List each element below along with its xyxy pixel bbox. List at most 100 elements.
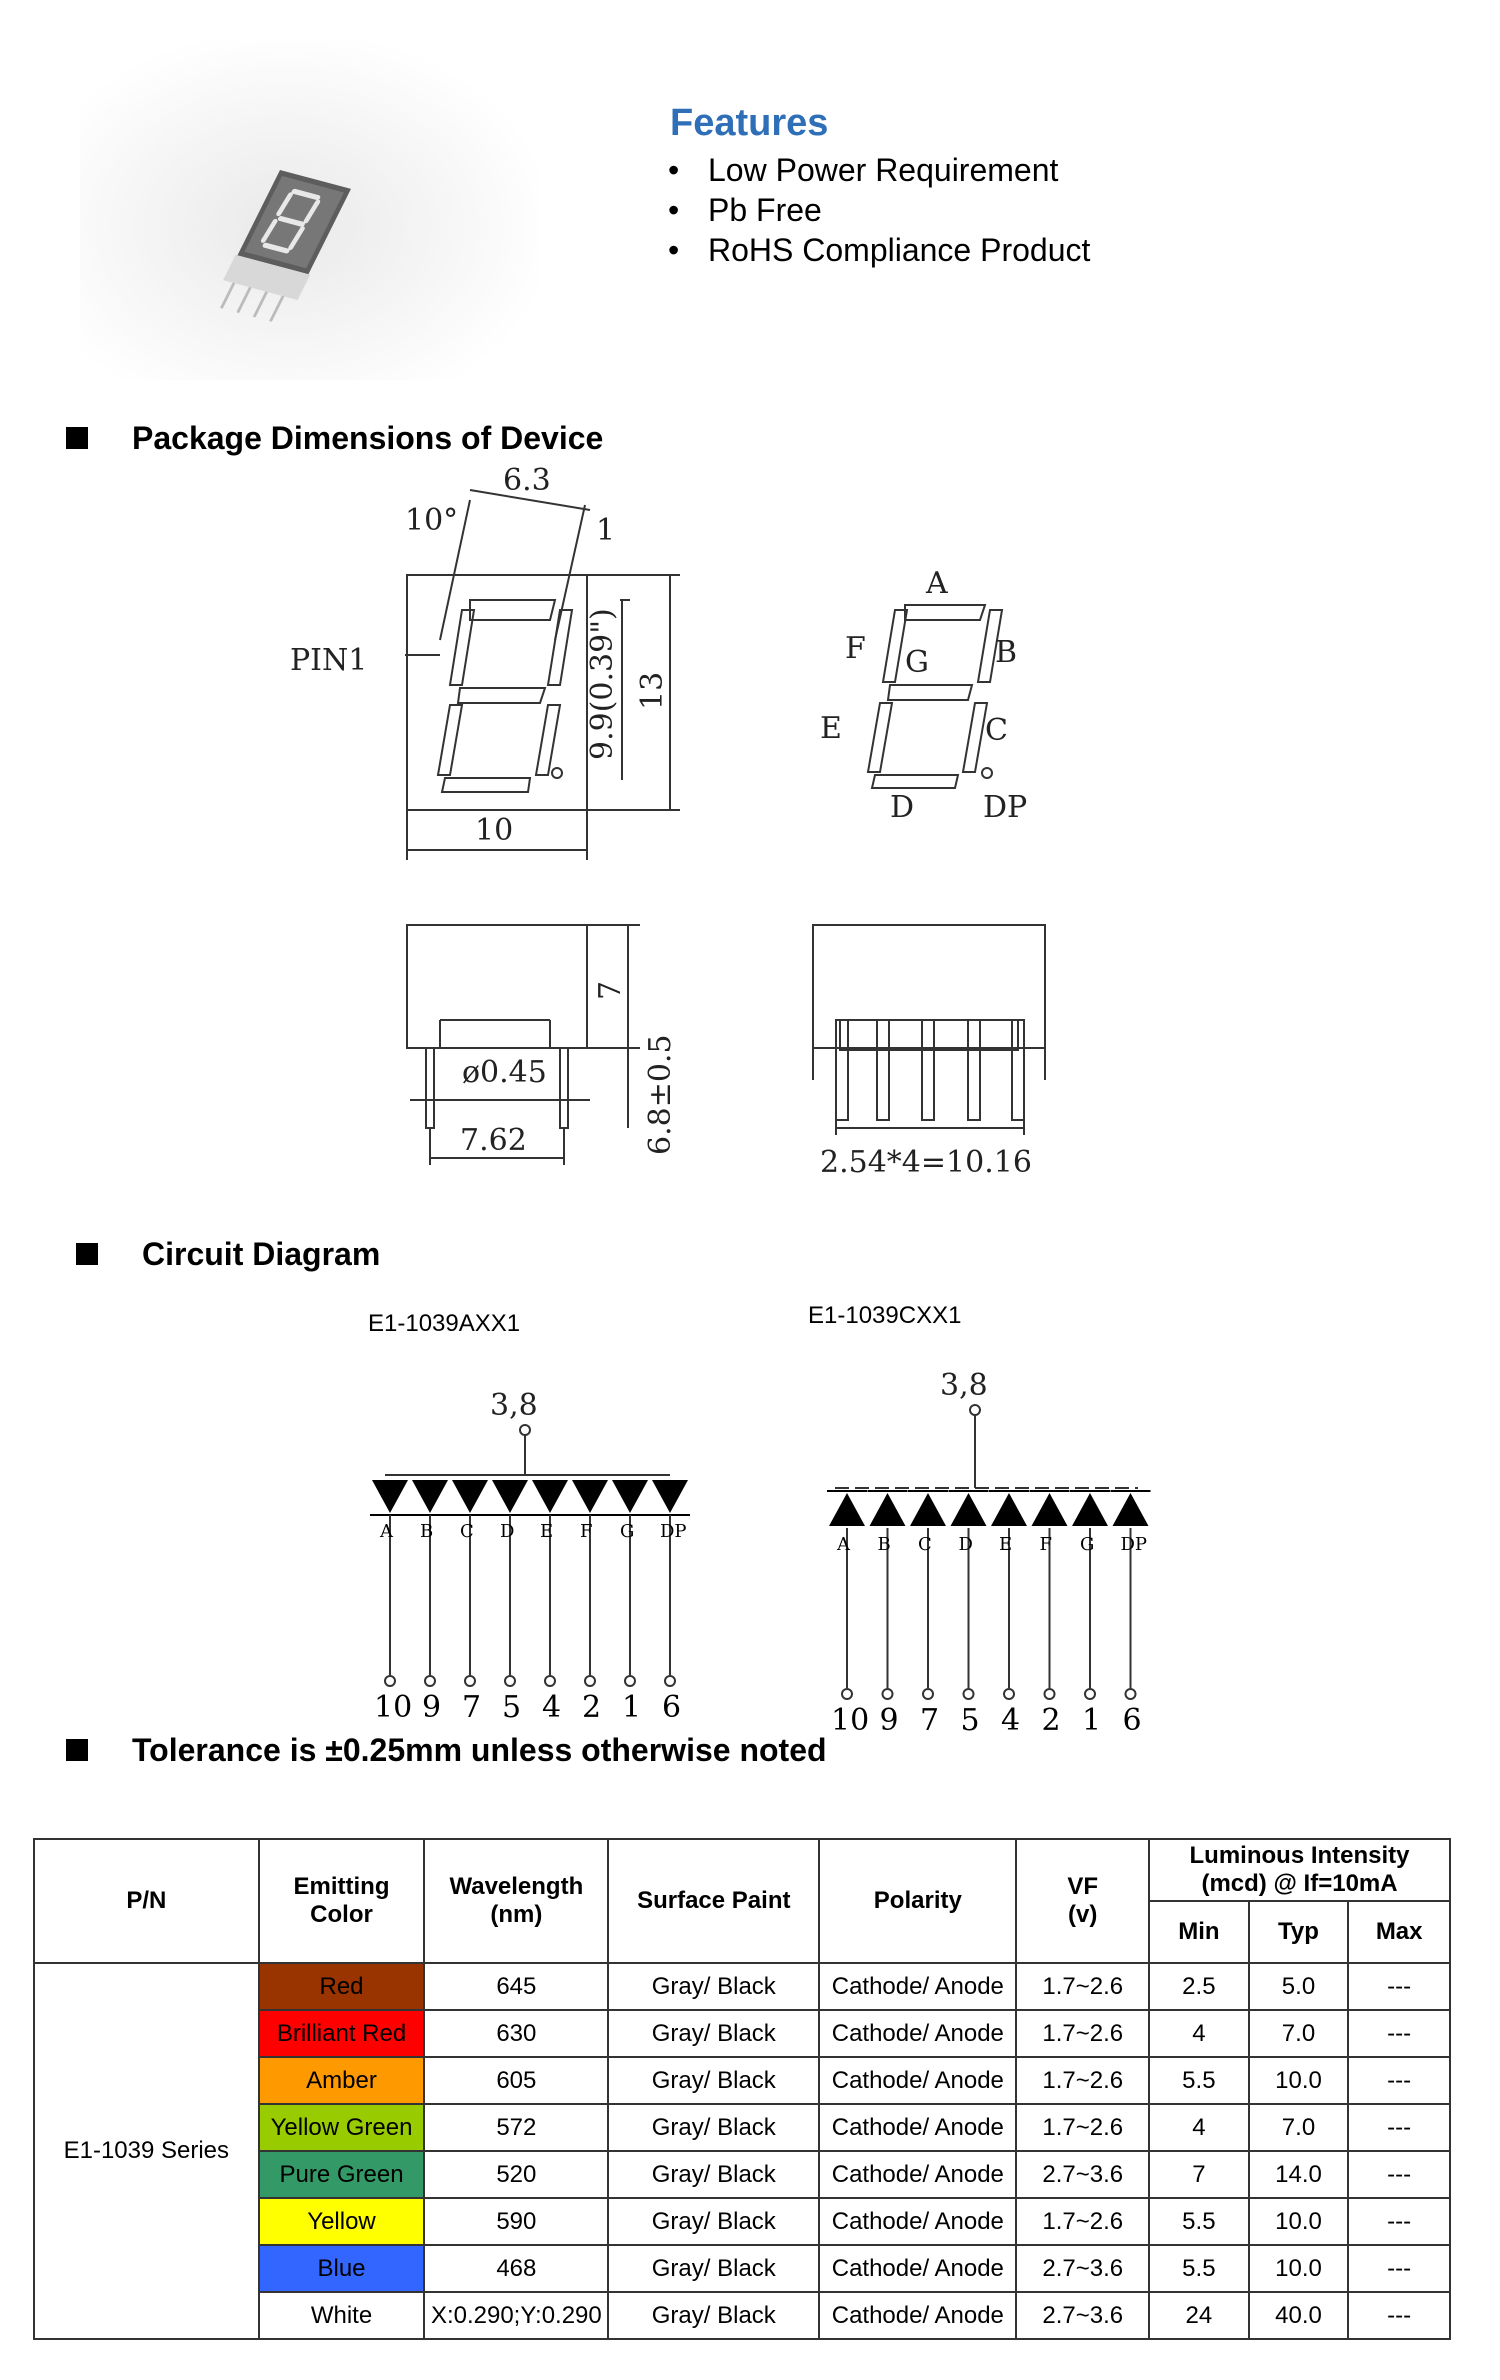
display-photo-icon — [219, 170, 351, 322]
segment-label: D — [959, 1534, 973, 1555]
diode-icon — [1031, 1493, 1068, 1526]
square-bullet-icon — [66, 426, 88, 449]
pin-terminal-icon — [962, 1688, 975, 1700]
max-cell: --- — [1347, 2150, 1451, 2199]
vf-cell: 2.7~3.6 — [1015, 2291, 1151, 2340]
vf-cell: 1.7~2.6 — [1015, 1962, 1151, 2011]
segment-label: C — [460, 1521, 474, 1542]
segment-label-c: C — [985, 713, 1008, 748]
diode-icon — [1072, 1493, 1108, 1526]
diode-icon — [412, 1480, 448, 1513]
vf-cell: 1.7~2.6 — [1015, 2009, 1151, 2058]
polarity-cell: Cathode/ Anode — [818, 2291, 1018, 2340]
header-vf: VF (v) — [1015, 1838, 1151, 1964]
pin-terminal-icon — [424, 1675, 436, 1687]
min-cell: 5.5 — [1148, 2056, 1250, 2105]
segment-label: F — [1040, 1534, 1053, 1555]
feature-item: •Pb Free — [668, 190, 1090, 230]
typ-cell: 14.0 — [1247, 2150, 1350, 2199]
section-title: Circuit Diagram — [142, 1236, 381, 1272]
min-cell: 24 — [1148, 2291, 1250, 2340]
height-inner-label: 9.9(0.39") — [585, 608, 620, 760]
color-cell: Red — [257, 1962, 426, 2011]
max-cell: --- — [1347, 2103, 1451, 2152]
max-cell: --- — [1347, 2009, 1451, 2058]
diode-icon — [452, 1480, 488, 1513]
pin-terminal-icon — [1003, 1688, 1015, 1700]
paint-cell: Gray/ Black — [607, 2103, 821, 2152]
wavelength-cell: 590 — [423, 2197, 610, 2246]
pin-number-label: 2 — [582, 1690, 601, 1725]
body-height-label: 7 — [593, 981, 628, 1000]
pin-spacing-label: 7.62 — [460, 1123, 527, 1158]
typ-cell: 7.0 — [1247, 2009, 1350, 2058]
max-cell: --- — [1347, 2291, 1451, 2340]
height-total-label: 13 — [635, 672, 670, 710]
typ-cell: 10.0 — [1247, 2197, 1350, 2246]
vf-cell: 2.7~3.6 — [1015, 2244, 1151, 2293]
segment-label-f: F — [845, 631, 866, 666]
segment-label: F — [580, 1521, 593, 1542]
section-heading-circuit: Circuit Diagram — [76, 1236, 380, 1273]
paint-cell: Gray/ Black — [607, 2291, 821, 2340]
diode-icon — [572, 1480, 608, 1513]
diode-icon — [910, 1493, 946, 1526]
pin-number-label: 5 — [502, 1690, 521, 1725]
pin-terminal-icon — [664, 1675, 676, 1687]
min-cell: 7 — [1148, 2150, 1250, 2199]
polarity-cell: Cathode/ Anode — [818, 2056, 1018, 2105]
square-bullet-icon — [76, 1242, 98, 1265]
wavelength-cell: X:0.290;Y:0.290 — [423, 2291, 610, 2340]
angle-label: 10° — [405, 503, 458, 538]
vf-cell: 1.7~2.6 — [1015, 2197, 1151, 2246]
feature-text: RoHS Compliance Product — [708, 232, 1091, 268]
min-cell: 5.5 — [1148, 2197, 1250, 2246]
wavelength-cell: 605 — [423, 2056, 610, 2105]
typ-cell: 10.0 — [1247, 2056, 1350, 2105]
paint-cell: Gray/ Black — [607, 2009, 821, 2058]
pin-number-label: 9 — [880, 1703, 899, 1738]
common-pins-label: 3,8 — [940, 1368, 988, 1403]
square-bullet-icon — [66, 1738, 88, 1761]
min-cell: 2.5 — [1148, 1962, 1250, 2011]
table-header-row: P/N Emitting Color Wavelength (nm) Surfa… — [33, 1838, 1451, 1964]
segment-label: D — [500, 1521, 514, 1542]
polarity-cell: Cathode/ Anode — [818, 2197, 1018, 2246]
segment-label-dp: DP — [983, 790, 1027, 825]
pin-number-label: 7 — [462, 1690, 481, 1725]
polarity-cell: Cathode/ Anode — [818, 2103, 1018, 2152]
pin-terminal-icon — [1043, 1688, 1056, 1700]
pin-terminal-icon — [922, 1688, 934, 1700]
bullet-icon: • — [668, 232, 680, 268]
segment-label: E — [999, 1534, 1012, 1555]
pin-terminal-icon — [504, 1675, 516, 1687]
pin-terminal-icon — [881, 1688, 894, 1700]
header-typ: Typ — [1247, 1900, 1350, 1964]
segment-label-e: E — [820, 711, 842, 746]
vf-cell: 1.7~2.6 — [1015, 2103, 1151, 2152]
diode-icon — [1112, 1493, 1149, 1526]
pin-number-label: 6 — [1123, 1703, 1142, 1738]
pin-number-label: 2 — [1042, 1703, 1061, 1738]
pin-number-label: 9 — [422, 1690, 441, 1725]
feature-item: •Low Power Requirement — [668, 150, 1090, 190]
wavelength-cell: 572 — [423, 2103, 610, 2152]
color-cell: Pure Green — [257, 2150, 426, 2199]
segment-label: C — [918, 1534, 932, 1555]
header-polarity: Polarity — [818, 1838, 1018, 1964]
diode-icon — [612, 1480, 648, 1513]
diode-icon — [869, 1493, 906, 1526]
segment-label-g: G — [905, 645, 929, 680]
paint-cell: Gray/ Black — [607, 2244, 821, 2293]
typ-cell: 7.0 — [1247, 2103, 1350, 2152]
features-title: Features — [670, 102, 829, 144]
section-heading-package: Package Dimensions of Device — [66, 420, 603, 457]
pin-number-label: 6 — [662, 1690, 681, 1725]
wavelength-cell: 645 — [423, 1962, 610, 2011]
features-list: •Low Power Requirement •Pb Free • RoHS Co… — [668, 150, 1090, 270]
